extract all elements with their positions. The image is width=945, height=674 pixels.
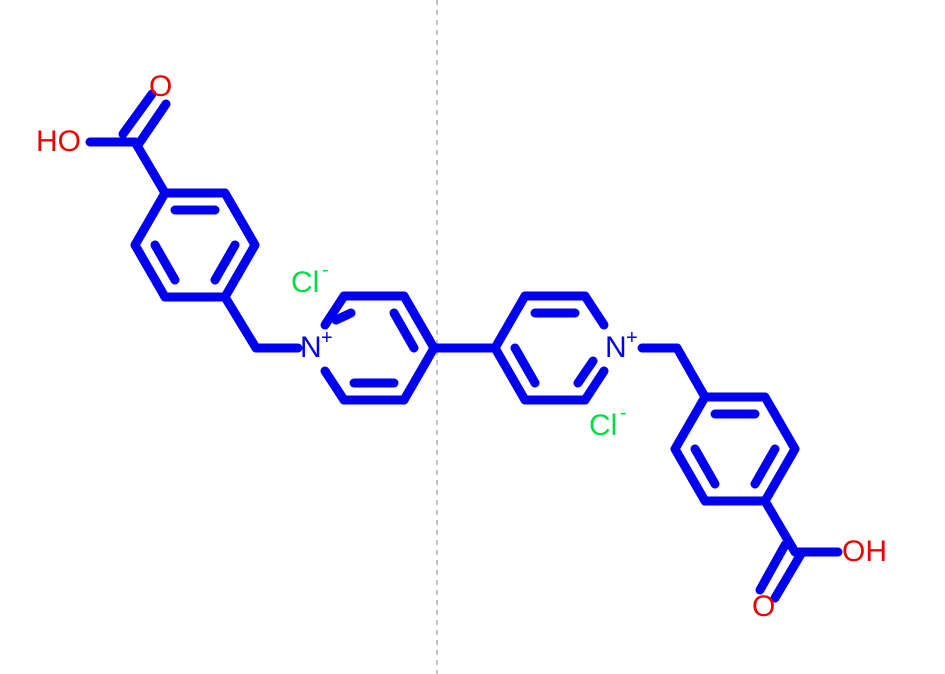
bond-c-ring-left xyxy=(130,137,170,198)
benzene-right-inner-2 xyxy=(750,444,780,489)
pyridinium-right-inner-2 xyxy=(573,356,598,388)
bond-group xyxy=(85,89,843,603)
atom-charge-n-right: + xyxy=(626,327,638,349)
pyridinium-left-n-c2 xyxy=(320,291,349,330)
atom-label-o-left: O xyxy=(149,70,172,103)
pyridinium-left-inner-2 xyxy=(389,308,419,353)
pyridinium-right-n-c6 xyxy=(580,366,609,405)
atom-label-n-right: N xyxy=(605,331,627,364)
benzene-left-inner-3 xyxy=(150,240,180,285)
pyridinium-right-c2-n xyxy=(580,291,609,330)
pyridinium-right-inner-3 xyxy=(510,343,540,388)
bond-c-o-double-right-b xyxy=(770,549,806,603)
atom-label-n-left: N xyxy=(300,331,322,364)
atom-label-o-right: O xyxy=(752,590,775,623)
atom-label-ho-left: HO xyxy=(36,125,81,158)
atom-charge-cl-right: - xyxy=(620,402,627,424)
pyridinium-left-c4-c5 xyxy=(399,343,439,405)
bond-ring-ch2-left xyxy=(220,292,261,353)
bond-ring-c-right xyxy=(760,496,800,557)
atom-label-oh-right: OH xyxy=(842,535,887,568)
pyridinium-right-c5-c4 xyxy=(490,343,530,405)
atom-label-cl-right: Cl xyxy=(589,409,617,442)
pyridinium-left-c3-c4 xyxy=(399,291,439,353)
benzene-right-inner-3 xyxy=(690,444,720,489)
bond-ch2-ring-right xyxy=(672,343,710,402)
benzene-left-inner-2 xyxy=(210,240,240,285)
pyridinium-left-inner-1 xyxy=(331,308,356,325)
atom-charge-cl-left: - xyxy=(322,259,329,281)
pyridinium-left-c6-n xyxy=(320,366,349,405)
atom-charge-n-left: + xyxy=(321,327,333,349)
bond-c-o-double-left-a xyxy=(118,89,157,139)
bond-c-o-double-right-a xyxy=(755,540,790,595)
atom-label-cl-left: Cl xyxy=(291,266,319,299)
pyridinium-right-c4-c3 xyxy=(490,291,530,353)
bond-c-o-double-left-b xyxy=(133,99,171,150)
